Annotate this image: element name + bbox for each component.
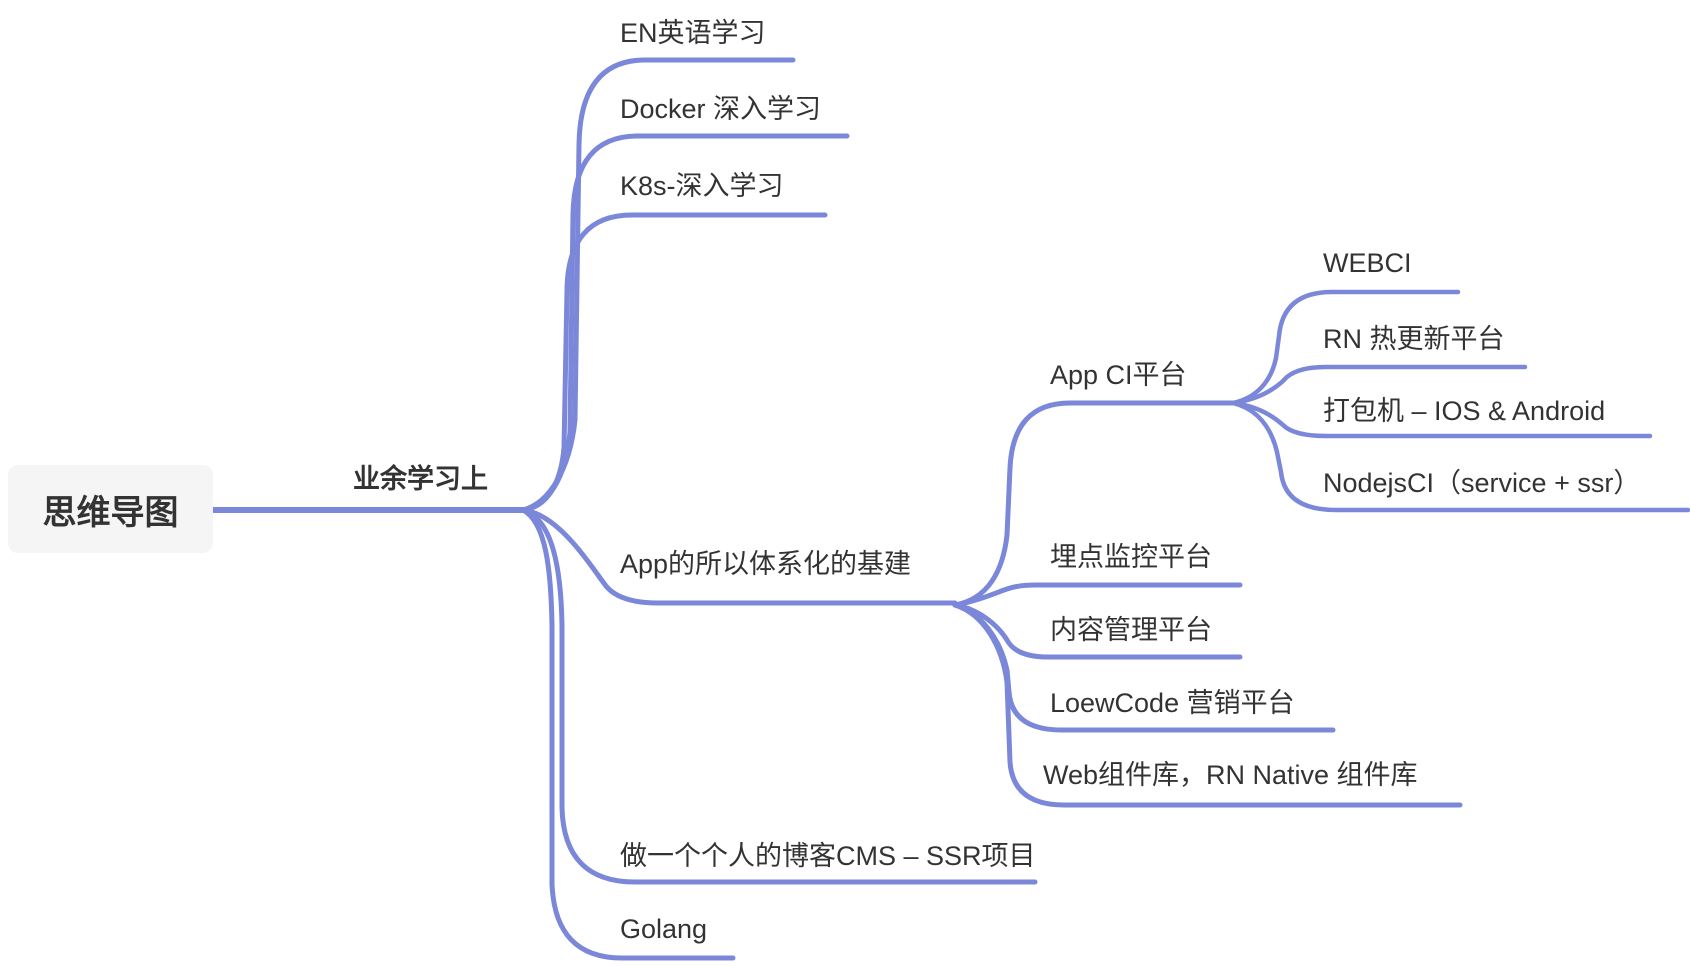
branch-line-rn-hotupdate: [1230, 364, 1528, 406]
node-tracking-platform[interactable]: 埋点监控平台: [1050, 542, 1212, 572]
node-app-infra[interactable]: App的所以体系化的基建: [620, 549, 912, 579]
branch-line-k8s: [520, 212, 828, 513]
branch-line-blog-cms: [520, 507, 1038, 885]
node-docker[interactable]: Docker 深入学习: [620, 94, 822, 124]
node-cms-platform[interactable]: 内容管理平台: [1050, 615, 1212, 645]
node-root[interactable]: 思维导图: [8, 465, 213, 553]
node-root-label: 思维导图: [42, 493, 179, 532]
branch-line-golang: [520, 507, 736, 961]
branch-line-cms-platform: [952, 602, 1243, 660]
node-app-ci[interactable]: App CI平台: [1050, 360, 1187, 390]
node-nodejsci[interactable]: NodejsCI（service + ssr）: [1323, 468, 1641, 498]
branch-line-packager: [1230, 400, 1653, 439]
branch-line-tracking-platform: [952, 582, 1243, 608]
node-webci[interactable]: WEBCI: [1323, 248, 1412, 278]
node-golang[interactable]: Golang: [620, 914, 708, 944]
branch-line-app-infra: [520, 507, 958, 606]
branch-line-component-libs: [952, 602, 1463, 808]
node-component-libs[interactable]: Web组件库，RN Native 组件库: [1043, 760, 1418, 790]
node-packager[interactable]: 打包机 – IOS & Android: [1323, 396, 1606, 426]
node-rn-hotupdate[interactable]: RN 热更新平台: [1323, 324, 1505, 354]
node-blog-cms[interactable]: 做一个个人的博客CMS – SSR项目: [620, 841, 1036, 871]
branch-line-nodejsci: [1230, 400, 1690, 513]
branch-line-webci: [1230, 289, 1461, 406]
node-spare-time-learning[interactable]: 业余学习上: [353, 464, 488, 494]
node-k8s[interactable]: K8s-深入学习: [620, 171, 784, 201]
node-en-english[interactable]: EN英语学习: [620, 18, 766, 48]
node-loewcode[interactable]: LoewCode 营销平台: [1050, 688, 1295, 718]
branch-line-app-ci: [952, 400, 1236, 608]
